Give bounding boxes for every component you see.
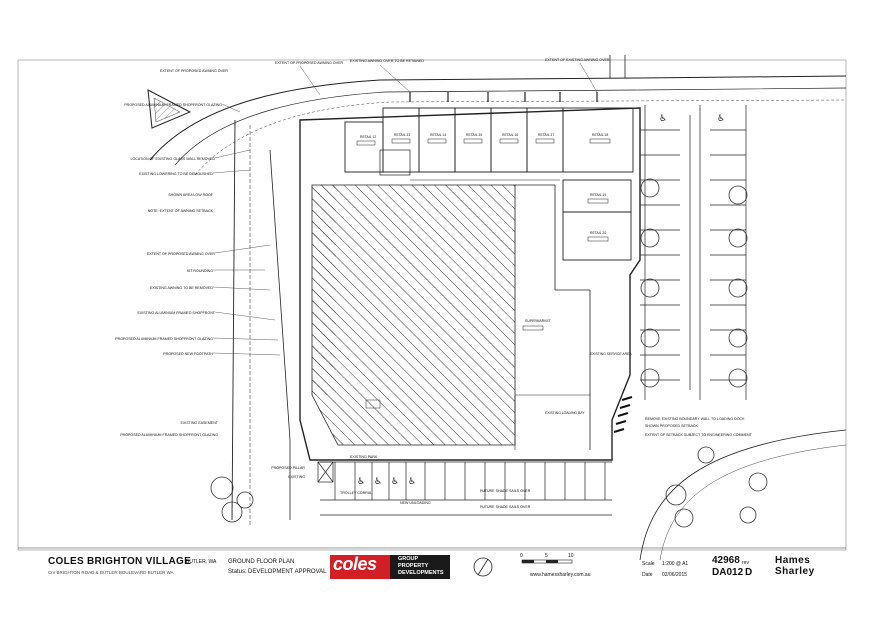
road-curve — [149, 75, 847, 161]
date-label: Date — [642, 572, 653, 578]
callout-left: EXTENT OF PROPOSED AWNING OVER — [147, 252, 215, 256]
parking-bottom — [317, 461, 612, 516]
scale-bar-5: 5 — [545, 553, 548, 559]
callout-left: EXISTING EASEMENT — [180, 421, 218, 425]
callout-right: REMOVE EXISTING BOUNDARY WALL TO LOADING… — [645, 417, 745, 421]
retail-label: RETAIL 14 — [430, 133, 446, 137]
callout-left: PROPOSED NEW FOOTPATH — [163, 352, 213, 356]
group-box — [390, 555, 450, 579]
retail-label: RETAIL 16 — [502, 133, 518, 137]
callout-bottom: NEW UNLOADING — [400, 501, 431, 505]
accessible-parking-icon: ♿ — [391, 477, 399, 487]
callout-left: SHOWN AREA LOW ROOF — [168, 193, 214, 197]
callout-left: NOTE: EXTENT OF AWNING SETBACK — [148, 209, 214, 213]
retail-label: RETAIL 13 — [394, 133, 410, 137]
trees-right — [640, 178, 768, 528]
group-text-1: GROUP — [398, 556, 419, 562]
callout-left: EXISTING AWNING TO BE REMOVED — [150, 286, 213, 290]
accessible-parking-icon: ♿ — [374, 477, 382, 487]
project-name: COLES BRIGHTON VILLAGE — [48, 556, 192, 567]
scale-value: 1:200 @ A1 — [662, 561, 689, 567]
rev-label: rev — [742, 560, 749, 566]
drawing-title: GROUND FLOOR PLAN — [228, 559, 295, 565]
callout-top: EXTENT OF EXISTING AWNING OVER — [545, 58, 610, 62]
north-arrow-icon — [473, 557, 493, 577]
retail-label: RETAIL 15 — [466, 133, 482, 137]
scale-bar — [521, 559, 573, 564]
callout-left: LOCATION OF EXISTING GLASS WALL REMOVED — [130, 157, 215, 161]
callout-bottom: EXISTING PARK — [350, 455, 378, 459]
callout-right: SHOWN PROPOSED SETBACK — [645, 424, 699, 428]
coles-logo — [330, 555, 390, 579]
trees-left — [210, 476, 254, 523]
date-value: 02/06/2015 — [662, 572, 688, 578]
sheet-border — [17, 59, 847, 551]
callout-bottom: FUTURE SHADE SAILS OVER — [480, 505, 531, 509]
retail-label: RETAIL 18 — [592, 133, 608, 137]
job-number: 42968 — [712, 555, 740, 566]
callout-left: PROPOSED ALUMINIUM FRAMED SHOPFRONT GLAZ… — [124, 103, 222, 107]
callout-right: EXTENT OF SETBACK SUBJECT TO ENGINEERING… — [645, 433, 753, 437]
group-text-2: PROPERTY — [398, 563, 429, 569]
callout-left: EXISTING LOWERING TO BE DEMOLISHED — [139, 172, 213, 176]
callout-left: EXTENT OF PROPOSED AWNING OVER — [160, 69, 228, 73]
accessible-parking-icon: ♿ — [408, 477, 416, 487]
callout-left: PROPOSED ALUMINIUM FRAMED SHOPFRONT GLAZ… — [120, 433, 218, 437]
accessible-parking-icon: ♿ — [357, 477, 365, 487]
revision: D — [745, 567, 753, 578]
service-area-label: EXISTING SERVICE AREA — [590, 352, 632, 356]
building-outline — [299, 107, 641, 461]
scale-label: Scale — [642, 561, 655, 567]
callout-left: EXISTING ALUMINIUM FRAMED SHOPFRONT — [138, 311, 216, 315]
coles-logo-text: coles — [333, 554, 377, 574]
parking-right — [640, 105, 747, 400]
drawing-number: DA012 — [712, 567, 744, 578]
scale-bar-0: 0 — [520, 553, 523, 559]
status-value: DEVELOPMENT APPROVAL — [248, 569, 327, 575]
traffic-island — [147, 89, 192, 129]
group-text-3: DEVELOPMENTS — [398, 570, 444, 576]
callout-top: EXISTING AWNING OVER TO BE RETAINED — [350, 59, 424, 63]
status-label: Status: — [228, 569, 247, 575]
retail-label: RETAIL 19 — [590, 193, 606, 197]
loading-bay-label: EXISTING LOADING BAY — [545, 411, 585, 415]
project-location: BUTLER, WA — [186, 559, 217, 565]
retail-label: RETAIL 17 — [538, 133, 554, 137]
supermarket-hatch — [311, 184, 516, 446]
callout-left: PROPOSED PILLAR — [271, 466, 305, 470]
callout-left: EXISTING — [288, 475, 305, 479]
website: www.hamessharley.com.au — [530, 572, 591, 578]
callout-bottom: FUTURE SHADE SAILS OVER — [480, 489, 531, 493]
scale-bar-10: 10 — [568, 553, 574, 559]
accessible-parking-icon: ♿ — [717, 114, 725, 124]
callout-left: PROPOSED ALUMINIUM FRAMED SHOPFRONT GLAZ… — [115, 337, 213, 341]
callout-top: EXTENT OF PROPOSED AWNING OVER — [275, 61, 343, 65]
firm-name-1: Hames — [775, 555, 811, 566]
firm-name-2: Sharley — [775, 566, 815, 577]
callout-bottom: TROLLEY CORRAL — [340, 491, 372, 495]
supermarket-label: SUPERMARKET — [525, 319, 551, 323]
retail-label: RETAIL 20 — [590, 231, 606, 235]
callout-left: KIT ROUNDING — [187, 269, 213, 273]
retail-label: RETAIL 12 — [360, 135, 376, 139]
project-address: Cnr BRIGHTON ROAD & BUTLER BOULEVARD BUT… — [48, 570, 174, 575]
accessible-parking-icon: ♿ — [659, 114, 667, 124]
